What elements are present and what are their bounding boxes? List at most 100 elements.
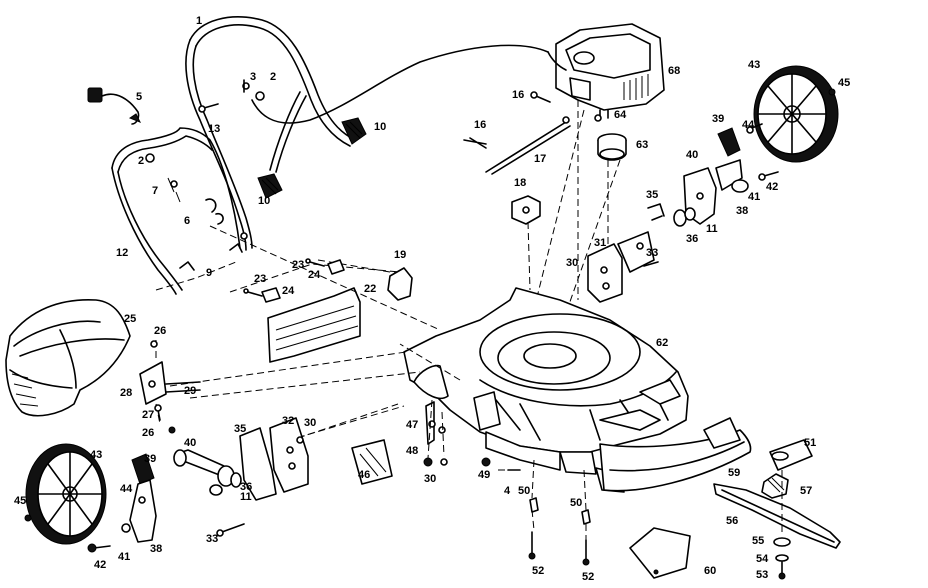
bolt-16-lower (463, 137, 487, 149)
part-label-p55: 55 (752, 535, 764, 547)
part-label-p9: 9 (206, 267, 212, 279)
guard-60 (629, 527, 691, 579)
part-label-p54: 54 (756, 553, 769, 565)
part-label-p45b: 45 (14, 495, 26, 507)
control-rod-17 (485, 116, 571, 175)
part-label-p32: 32 (282, 415, 294, 427)
part-label-p25: 25 (124, 313, 136, 325)
part-label-p36a: 36 (686, 233, 698, 245)
part-label-p43a: 43 (748, 59, 760, 71)
bolt-16-upper (530, 91, 551, 103)
part-label-p49: 49 (478, 469, 490, 481)
nut-26-lower (168, 426, 176, 434)
center-bolts (423, 399, 591, 566)
part-label-p46: 46 (358, 469, 370, 481)
part-label-p57: 57 (800, 485, 812, 497)
blade-hardware-51 (769, 439, 813, 471)
right-wheel-washers-36-11 (673, 207, 696, 227)
rear-skirt-59 (599, 417, 752, 492)
bolt-27 (154, 404, 162, 421)
rear-axis-guides (169, 343, 461, 445)
part-label-p16a: 16 (512, 89, 524, 101)
part-label-p24a: 24 (282, 285, 295, 297)
part-label-p40b: 40 (184, 437, 196, 449)
handle-knob-upper (341, 117, 367, 145)
part-label-p50b: 50 (570, 497, 582, 509)
part-label-p39a: 39 (712, 113, 724, 125)
part-label-p41a: 41 (748, 191, 760, 203)
mower-deck (403, 287, 689, 493)
part-label-p44b: 44 (120, 483, 133, 495)
part-label-p56: 56 (726, 515, 738, 527)
engine-shaft-64 (594, 109, 609, 122)
part-label-p6: 6 (184, 215, 190, 227)
part-label-p30b: 30 (304, 417, 316, 429)
part-label-p68: 68 (668, 65, 680, 77)
left-bolt-33 (216, 523, 245, 537)
blade-adapter-57 (761, 473, 789, 499)
nut-26-upper (150, 340, 158, 348)
part-label-p64: 64 (614, 109, 627, 121)
part-label-p22: 22 (364, 283, 376, 295)
part-label-p60: 60 (704, 565, 716, 577)
part-label-p7: 7 (152, 185, 158, 197)
left-height-adjuster (239, 403, 399, 501)
handle-bolt-13 (198, 103, 219, 113)
handle-knob-lower (257, 173, 283, 199)
part-label-p23b: 23 (292, 259, 304, 271)
part-label-p28: 28 (120, 387, 132, 399)
blade-bolt-stack (773, 470, 791, 580)
control-cable (251, 44, 549, 124)
part-label-p23a: 23 (254, 273, 266, 285)
left-wheel-axle-40 (173, 449, 242, 496)
plate-46 (351, 439, 393, 485)
part-label-p53: 53 (756, 569, 768, 581)
left-front-wheel (24, 443, 107, 545)
engine-adapter-63 (597, 133, 627, 161)
right-rear-wheel (746, 65, 839, 163)
part-label-p24b: 24 (308, 269, 321, 281)
part-label-p26a: 26 (154, 325, 166, 337)
part-label-p12: 12 (116, 247, 128, 259)
part-label-p30c: 30 (424, 473, 436, 485)
part-label-p10b: 10 (258, 195, 270, 207)
part-number-labels: 1223456791010111112131616171819222323242… (14, 15, 850, 583)
part-label-p48: 48 (406, 445, 418, 457)
part-label-p4: 4 (504, 485, 511, 497)
part-label-p35b: 35 (234, 423, 246, 435)
part-label-p11a: 11 (706, 223, 718, 235)
lower-handle (111, 127, 241, 295)
part-label-p5: 5 (136, 91, 142, 103)
part-label-p16b: 16 (474, 119, 486, 131)
handle-hardware-2-3 (242, 79, 265, 101)
part-label-p35a: 35 (646, 189, 658, 201)
part-label-p17: 17 (534, 153, 546, 165)
part-label-p19: 19 (394, 249, 406, 261)
upper-handle (185, 16, 356, 251)
part-label-p18: 18 (514, 177, 526, 189)
switch-part-5 (87, 87, 142, 125)
part-label-p51: 51 (804, 437, 816, 449)
part-label-p30a: 30 (566, 257, 578, 269)
handle-to-deck-guide (209, 225, 441, 331)
part-label-p52a: 52 (532, 565, 544, 577)
clip-part-9 (179, 243, 243, 271)
bracket-19 (387, 267, 413, 301)
part-label-p43b: 43 (90, 449, 102, 461)
part-label-p45a: 45 (838, 77, 850, 89)
rear-bag-25 (5, 299, 131, 417)
part-label-p63: 63 (636, 139, 648, 151)
part-label-p42a: 42 (766, 181, 778, 193)
engine-guide-lines (529, 100, 621, 331)
part-label-p26b: 26 (142, 427, 154, 439)
part-label-p36b: 36 (240, 481, 252, 493)
part-label-p50a: 50 (518, 485, 530, 497)
part-label-p62: 62 (656, 337, 668, 349)
part-label-p10a: 10 (374, 121, 386, 133)
part-label-p33a: 33 (646, 247, 658, 259)
right-height-adjuster (587, 203, 665, 303)
blade (713, 483, 841, 549)
bracket-18 (511, 195, 541, 291)
part-label-p59: 59 (728, 467, 740, 479)
